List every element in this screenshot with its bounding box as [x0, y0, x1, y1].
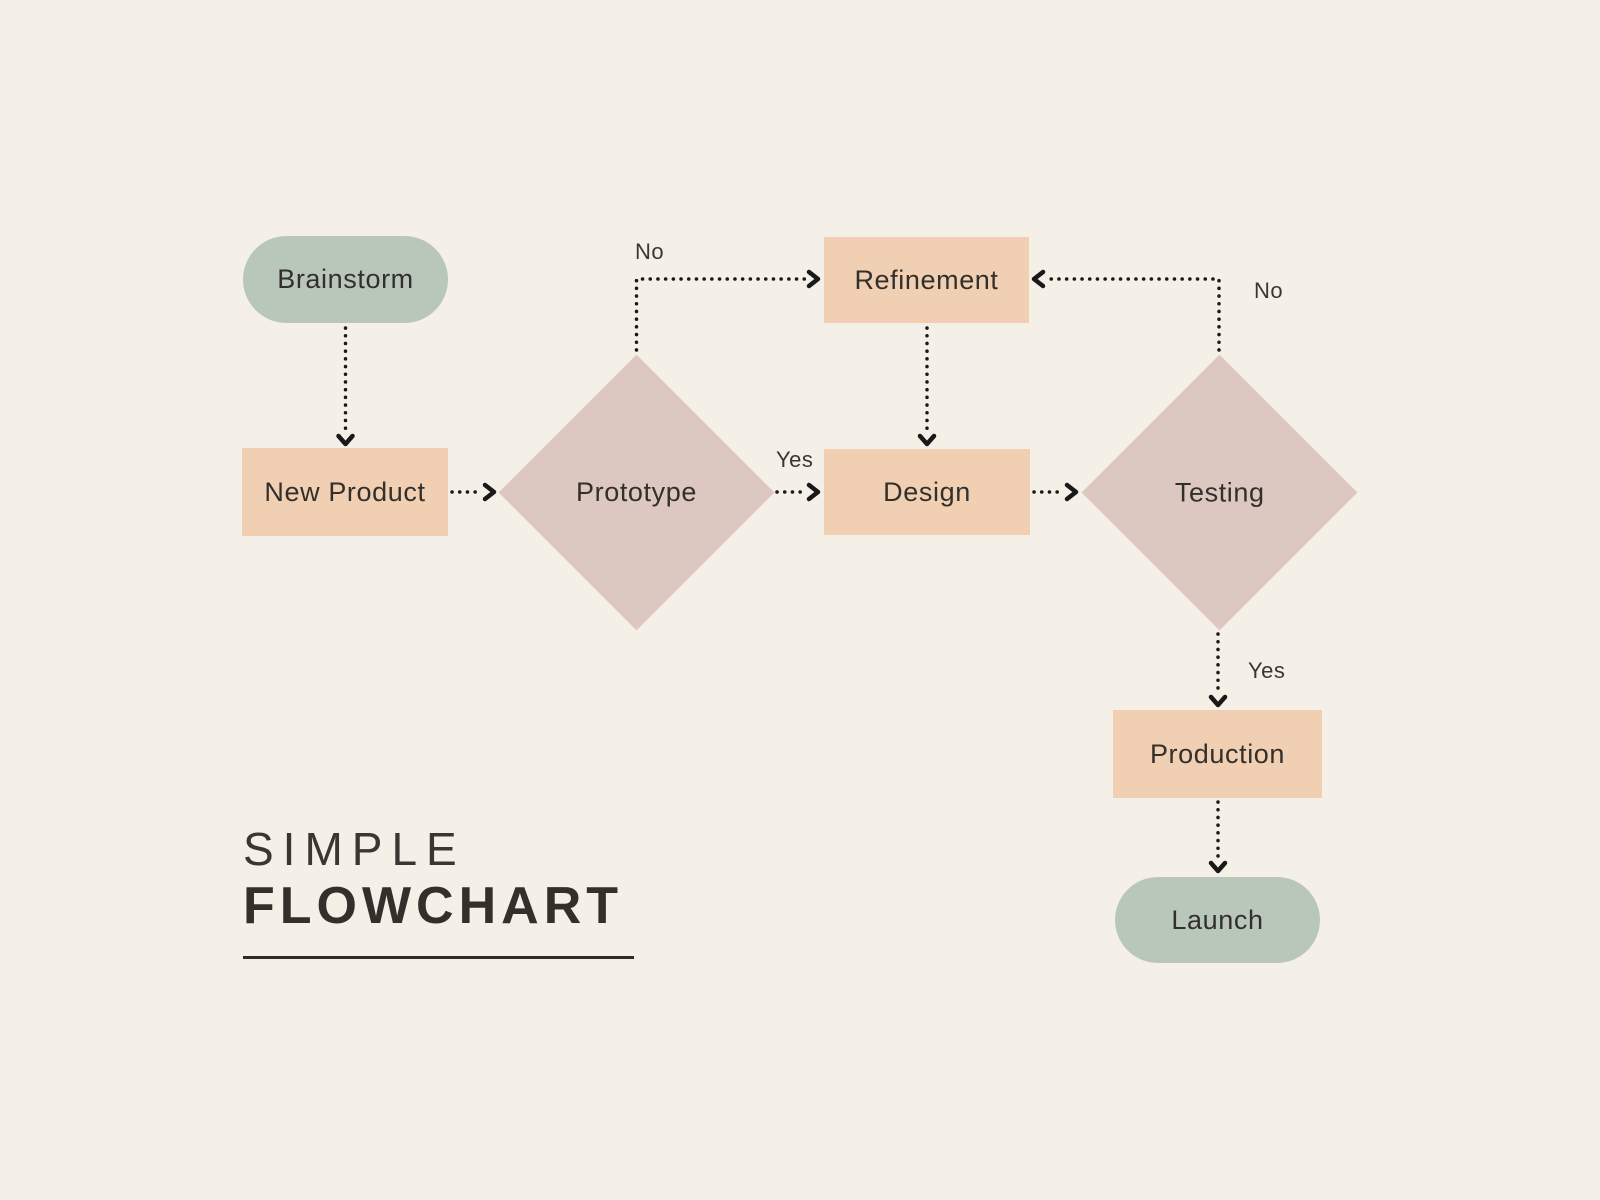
- node-brainstorm: Brainstorm: [243, 236, 448, 323]
- arrowhead-right-icon: [806, 269, 821, 289]
- node-launch: Launch: [1115, 877, 1320, 963]
- node-launch-label: Launch: [1171, 904, 1264, 935]
- arrowhead-down-icon: [336, 433, 355, 447]
- node-prototype: Prototype: [498, 354, 775, 631]
- arrowhead-right-icon: [806, 482, 821, 502]
- node-testing-label: Testing: [1174, 477, 1265, 507]
- node-refinement: Refinement: [824, 237, 1029, 323]
- node-production: Production: [1113, 710, 1322, 798]
- edge-label-prototype-no: No: [635, 239, 665, 264]
- node-design-label: Design: [883, 476, 971, 507]
- arrowhead-left-icon: [1031, 269, 1046, 289]
- edge-label-testing-no: No: [1254, 278, 1284, 303]
- arrowhead-down-icon: [1208, 860, 1228, 874]
- node-design: Design: [824, 449, 1030, 535]
- page-title-line1: SIMPLE: [243, 823, 466, 875]
- page-title-line2: FLOWCHART: [243, 877, 624, 935]
- edge-testing-to-refinement: [1045, 277, 1221, 352]
- node-new-product-label: New Product: [264, 476, 426, 507]
- arrowhead-down-icon: [1208, 694, 1228, 708]
- node-refinement-label: Refinement: [854, 264, 999, 295]
- node-testing: Testing: [1081, 354, 1358, 631]
- edge-label-testing-yes: Yes: [1248, 658, 1286, 683]
- edge-label-prototype-yes: Yes: [776, 447, 814, 472]
- arrowhead-right-icon: [1064, 482, 1079, 502]
- node-brainstorm-label: Brainstorm: [277, 264, 414, 294]
- node-new-product: New Product: [242, 448, 448, 536]
- node-prototype-label: Prototype: [576, 477, 697, 507]
- title-underline: [243, 956, 634, 959]
- node-production-label: Production: [1149, 738, 1286, 769]
- edge-prototype-to-refinement: [634, 277, 807, 352]
- arrowhead-right-icon: [482, 482, 497, 502]
- arrowhead-down-icon: [917, 433, 937, 447]
